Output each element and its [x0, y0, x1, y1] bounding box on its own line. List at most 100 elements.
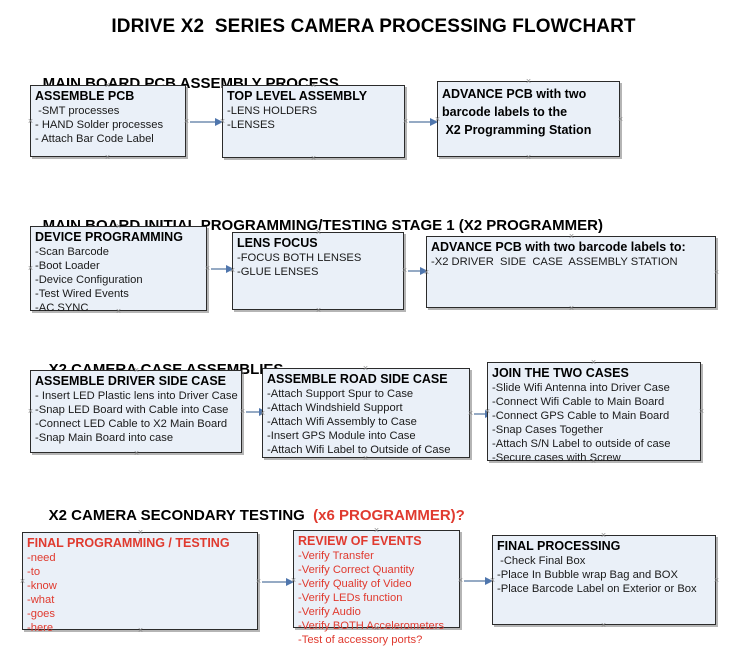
- box-lens-focus[interactable]: LENS FOCUS -FOCUS BOTH LENSES -GLUE LENS…: [232, 232, 404, 310]
- connection-handle[interactable]: [362, 365, 369, 372]
- connection-handle[interactable]: [310, 155, 317, 162]
- connection-handle[interactable]: [27, 408, 34, 415]
- box-line: -need: [27, 552, 56, 564]
- connection-handle[interactable]: [600, 532, 607, 539]
- box-line: -Secure cases with Screw: [492, 452, 621, 464]
- connection-handle[interactable]: [229, 267, 236, 274]
- connection-handle[interactable]: [590, 359, 597, 366]
- box-line: -Attach Windshield Support: [267, 402, 403, 414]
- connection-handle[interactable]: [484, 408, 491, 415]
- box-line: -Verify LEDs function: [298, 592, 403, 604]
- connection-handle[interactable]: [19, 578, 26, 585]
- box-line: -Check Final Box: [497, 555, 586, 567]
- box-title: FINAL PROCESSING: [497, 539, 621, 553]
- box-line: -SMT processes: [35, 105, 120, 117]
- box-line: -Connect LED Cable to X2 Main Board: [35, 418, 228, 430]
- connection-handle[interactable]: [104, 154, 111, 161]
- box-line: -Slide Wifi Antenna into Driver Case: [492, 382, 670, 394]
- arrow-driver-side-to-road-side: [246, 408, 267, 416]
- connection-handle[interactable]: [457, 577, 464, 584]
- connection-handle[interactable]: [290, 577, 297, 584]
- box-top-level-assembly[interactable]: TOP LEVEL ASSEMBLY -LENS HOLDERS -LENSES: [222, 85, 405, 158]
- connection-handle[interactable]: [27, 118, 34, 125]
- connection-handle[interactable]: [310, 82, 317, 89]
- connection-handle[interactable]: [115, 308, 122, 315]
- connection-handle[interactable]: [698, 408, 705, 415]
- box-advance-pcb-to-driver-side-case-station[interactable]: ADVANCE PCB with two barcode labels to: …: [426, 236, 716, 308]
- box-title: FINAL PROGRAMMING / TESTING: [27, 536, 230, 550]
- connection-handle[interactable]: [259, 410, 266, 417]
- box-line: -Device Configuration: [35, 274, 143, 286]
- connection-handle[interactable]: [600, 622, 607, 629]
- box-review-of-events[interactable]: REVIEW OF EVENTS -Verify Transfer -Verif…: [293, 530, 460, 646]
- box-line: -Verify Quality of Video: [298, 578, 412, 590]
- box-line: -Snap LED Board with Cable into Case: [35, 404, 229, 416]
- connection-handle[interactable]: [525, 154, 532, 161]
- arrow-device-programming-to-lens-focus: [211, 265, 234, 273]
- connection-handle[interactable]: [713, 269, 720, 276]
- connection-handle[interactable]: [590, 458, 597, 465]
- section-heading-x2-camera-secondary-testing: X2 CAMERA SECONDARY TESTING (x6 PROGRAMM…: [32, 490, 465, 541]
- box-line: -Verify Audio: [298, 606, 361, 618]
- connection-handle[interactable]: [315, 307, 322, 314]
- connection-handle[interactable]: [315, 229, 322, 236]
- connection-handle[interactable]: [27, 265, 34, 272]
- connection-handle[interactable]: [373, 625, 380, 632]
- box-advance-pcb-to-x2-programming-station[interactable]: ADVANCE PCB with two barcode labels to t…: [437, 81, 620, 157]
- box-final-processing[interactable]: FINAL PROCESSING -Check Final Box -Place…: [492, 535, 716, 625]
- connection-handle[interactable]: [423, 269, 430, 276]
- box-line: -know: [27, 580, 57, 592]
- box-line: -AC SYNC: [35, 302, 89, 314]
- arrow-review-of-events-to-final-processing: [464, 577, 493, 585]
- box-line: -what: [27, 594, 55, 606]
- box-assemble-road-side-case[interactable]: ASSEMBLE ROAD SIDE CASE -Attach Support …: [262, 368, 470, 458]
- connection-handle[interactable]: [434, 116, 441, 123]
- box-line: -Test Wired Events: [35, 288, 129, 300]
- connection-handle[interactable]: [525, 78, 532, 85]
- connection-handle[interactable]: [255, 578, 262, 585]
- box-line: -Place In Bubble wrap Bag and BOX: [497, 569, 678, 581]
- connection-handle[interactable]: [133, 450, 140, 457]
- box-line: -Attach Wifi Label to Outside of Case: [267, 444, 451, 456]
- box-line: - HAND Solder processes: [35, 119, 164, 131]
- connection-handle[interactable]: [402, 118, 409, 125]
- connection-handle[interactable]: [568, 233, 575, 240]
- box-join-the-two-cases[interactable]: JOIN THE TWO CASES -Slide Wifi Antenna i…: [487, 362, 701, 464]
- connection-handle[interactable]: [204, 265, 211, 272]
- connection-handle[interactable]: [137, 529, 144, 536]
- box-device-programming[interactable]: DEVICE PROGRAMMING -Scan Barcode -Boot L…: [30, 226, 207, 314]
- box-line: -LENS HOLDERS: [227, 105, 318, 117]
- box-final-programming-testing[interactable]: FINAL PROGRAMMING / TESTING -need -to -k…: [22, 532, 258, 634]
- box-title: JOIN THE TWO CASES: [492, 366, 629, 380]
- connection-handle[interactable]: [104, 82, 111, 89]
- box-line: -X2 DRIVER SIDE CASE ASSEMBLY STATION: [431, 256, 678, 268]
- connection-handle[interactable]: [219, 118, 226, 125]
- connection-handle[interactable]: [362, 455, 369, 462]
- box-line: -Verify Correct Quantity: [298, 564, 415, 576]
- connection-handle[interactable]: [568, 305, 575, 312]
- connection-handle[interactable]: [401, 267, 408, 274]
- arrow-top-level-assembly-to-advance-pcb: [409, 118, 438, 126]
- box-line: -goes: [27, 608, 55, 620]
- connection-handle[interactable]: [115, 223, 122, 230]
- box-assemble-pcb[interactable]: ASSEMBLE PCB -SMT processes - HAND Solde…: [30, 85, 186, 157]
- connection-handle[interactable]: [183, 118, 190, 125]
- connection-handle[interactable]: [467, 410, 474, 417]
- box-line: -LENSES: [227, 119, 275, 131]
- box-assemble-driver-side-case[interactable]: ASSEMBLE DRIVER SIDE CASE - Insert LED P…: [30, 370, 242, 453]
- box-line: -Attach Wifi Assembly to Case: [267, 416, 417, 428]
- arrow-lens-focus-to-advance-pcb: [408, 267, 428, 275]
- box-line: -Snap Cases Together: [492, 424, 604, 436]
- box-line: -Scan Barcode: [35, 246, 110, 258]
- connection-handle[interactable]: [239, 408, 246, 415]
- box-line: -Verify BOTH Accelerometers: [298, 620, 445, 632]
- box-title: LENS FOCUS: [237, 236, 318, 250]
- connection-handle[interactable]: [617, 116, 624, 123]
- connection-handle[interactable]: [137, 627, 144, 634]
- box-title: ASSEMBLE PCB: [35, 89, 135, 103]
- connection-handle[interactable]: [133, 367, 140, 374]
- box-title: REVIEW OF EVENTS: [298, 534, 422, 548]
- connection-handle[interactable]: [489, 577, 496, 584]
- connection-handle[interactable]: [713, 577, 720, 584]
- connection-handle[interactable]: [373, 527, 380, 534]
